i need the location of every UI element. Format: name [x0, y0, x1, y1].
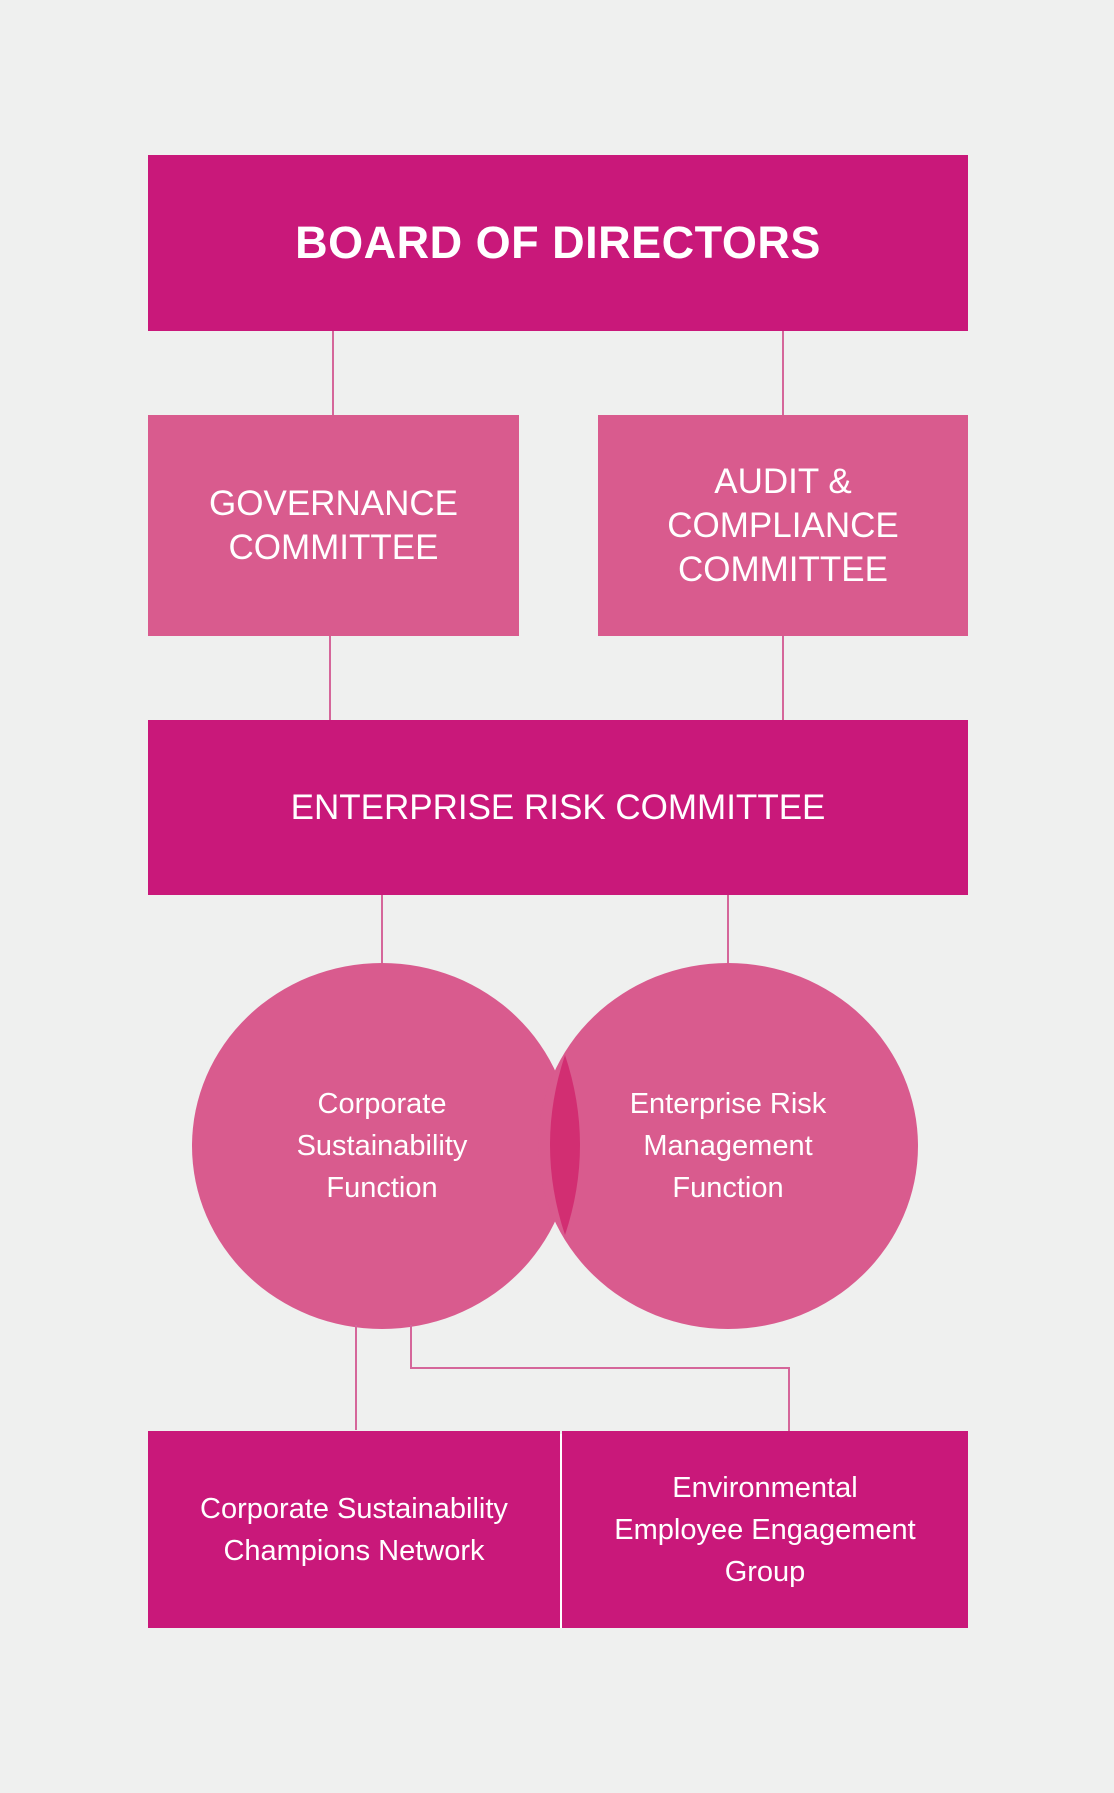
enterprise-risk-management-function-circle: Enterprise Risk Management Function: [538, 963, 918, 1329]
connector-audit-erc: [782, 636, 784, 720]
corporate-sustainability-function-circle: Corporate Sustainability Function: [192, 963, 572, 1329]
connector-erc-risk-management: [727, 895, 729, 965]
connector-sustainability-engagement-horizontal: [410, 1367, 790, 1369]
connector-erc-sustainability: [381, 895, 383, 965]
governance-committee-box: GOVERNANCE COMMITTEE: [148, 415, 519, 636]
corporate-sustainability-function-label: Corporate Sustainability Function: [296, 1088, 468, 1204]
connector-board-audit: [782, 331, 784, 415]
venn-overlap: [550, 1055, 580, 1235]
enterprise-risk-management-function-label: Enterprise Risk Management Function: [629, 1088, 827, 1204]
employee-engagement-group-label: Environmental Employee Engagement Group: [614, 1471, 916, 1588]
enterprise-risk-committee-box: ENTERPRISE RISK COMMITTEE: [148, 720, 968, 895]
audit-compliance-committee-label: AUDIT & COMPLIANCE COMMITTEE: [667, 461, 899, 589]
champions-network-box: Corporate Sustainability Champions Netwo…: [148, 1431, 560, 1628]
connector-engagement-vertical: [788, 1367, 790, 1431]
connector-governance-erc: [329, 636, 331, 720]
connector-board-governance: [332, 331, 334, 415]
groups-divider: [560, 1434, 562, 1628]
champions-network-label: Corporate Sustainability Champions Netwo…: [200, 1492, 508, 1567]
board-of-directors-label: BOARD OF DIRECTORS: [295, 217, 821, 268]
audit-compliance-committee-box: AUDIT & COMPLIANCE COMMITTEE: [598, 415, 968, 636]
connector-sustainability-champions: [355, 1325, 357, 1430]
connector-sustainability-engagement-vertical: [410, 1325, 412, 1369]
board-of-directors-box: BOARD OF DIRECTORS: [148, 155, 968, 331]
enterprise-risk-committee-label: ENTERPRISE RISK COMMITTEE: [290, 787, 826, 827]
governance-committee-label: GOVERNANCE COMMITTEE: [209, 483, 458, 567]
employee-engagement-group-box: Environmental Employee Engagement Group: [562, 1431, 968, 1628]
